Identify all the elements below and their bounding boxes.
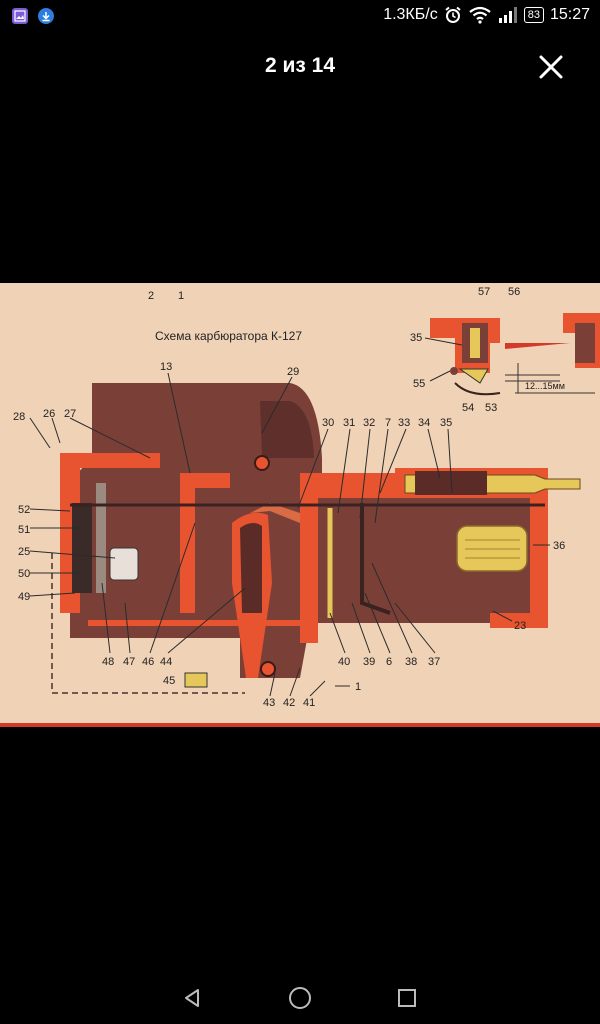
home-circle-icon (289, 987, 311, 1009)
label-35-inset: 35 (410, 332, 422, 344)
label-32: 32 (363, 417, 375, 429)
label-53: 53 (485, 402, 497, 414)
label-31: 31 (343, 417, 355, 429)
label-39: 39 (363, 656, 375, 668)
carburetor-diagram: Схема карбюратора К-127 12...15мм 2 1 28… (0, 283, 600, 727)
clock: 15:27 (549, 6, 590, 23)
home-button[interactable] (280, 978, 320, 1018)
label-23: 23 (514, 620, 526, 632)
signal-icon (498, 7, 517, 23)
viewer-header: 2 из 14 (0, 34, 600, 98)
label-37: 37 (428, 656, 440, 668)
label-29: 29 (287, 366, 299, 378)
back-button[interactable] (172, 978, 212, 1018)
recents-square-icon (398, 989, 416, 1007)
close-icon (539, 55, 563, 79)
label-top-2: 2 (148, 290, 154, 302)
dimension-label: 12...15мм (525, 381, 565, 391)
label-46: 46 (142, 656, 154, 668)
status-indicators: 1.3КБ/с 83 15:27 (383, 6, 590, 24)
label-26: 26 (43, 408, 55, 420)
notification-icons (12, 8, 54, 24)
network-speed: 1.3КБ/с (383, 6, 438, 23)
label-25: 25 (18, 546, 30, 558)
label-51: 51 (18, 524, 30, 536)
label-56: 56 (508, 286, 520, 298)
label-30: 30 (322, 417, 334, 429)
wifi-icon (469, 6, 491, 24)
download-notification-icon (38, 8, 54, 24)
label-49: 49 (18, 591, 30, 603)
alarm-icon (445, 6, 461, 23)
status-bar: 1.3КБ/с 83 15:27 (0, 0, 600, 34)
image-viewer[interactable]: Схема карбюратора К-127 12...15мм 2 1 28… (0, 283, 600, 727)
label-13: 13 (160, 361, 172, 373)
label-43: 43 (263, 697, 275, 709)
label-50: 50 (18, 568, 30, 580)
label-28: 28 (13, 411, 25, 423)
label-57: 57 (478, 286, 490, 298)
label-35: 35 (440, 417, 452, 429)
label-27: 27 (64, 408, 76, 420)
label-47: 47 (123, 656, 135, 668)
label-40: 40 (338, 656, 350, 668)
label-48: 48 (102, 656, 114, 668)
battery-icon: 83 (523, 7, 544, 23)
close-button[interactable] (536, 52, 566, 82)
label-52: 52 (18, 504, 30, 516)
label-45: 45 (163, 675, 175, 687)
label-top-1: 1 (178, 290, 184, 302)
label-44: 44 (160, 656, 172, 668)
label-55: 55 (413, 378, 425, 390)
label-34: 34 (418, 417, 430, 429)
label-6: 6 (386, 656, 392, 668)
back-triangle-icon (185, 989, 199, 1007)
diagram-title: Схема карбюратора К-127 (155, 329, 302, 343)
navigation-bar (0, 970, 600, 1024)
label-36: 36 (553, 540, 565, 552)
gallery-notification-icon (12, 8, 28, 24)
recents-button[interactable] (387, 978, 427, 1018)
image-counter: 2 из 14 (264, 54, 336, 77)
label-41: 41 (303, 697, 315, 709)
label-33: 33 (398, 417, 410, 429)
label-38: 38 (405, 656, 417, 668)
label-7: 7 (385, 417, 391, 429)
label-42: 42 (283, 697, 295, 709)
label-1-bottom: 1 (355, 681, 361, 693)
label-54: 54 (462, 402, 474, 414)
